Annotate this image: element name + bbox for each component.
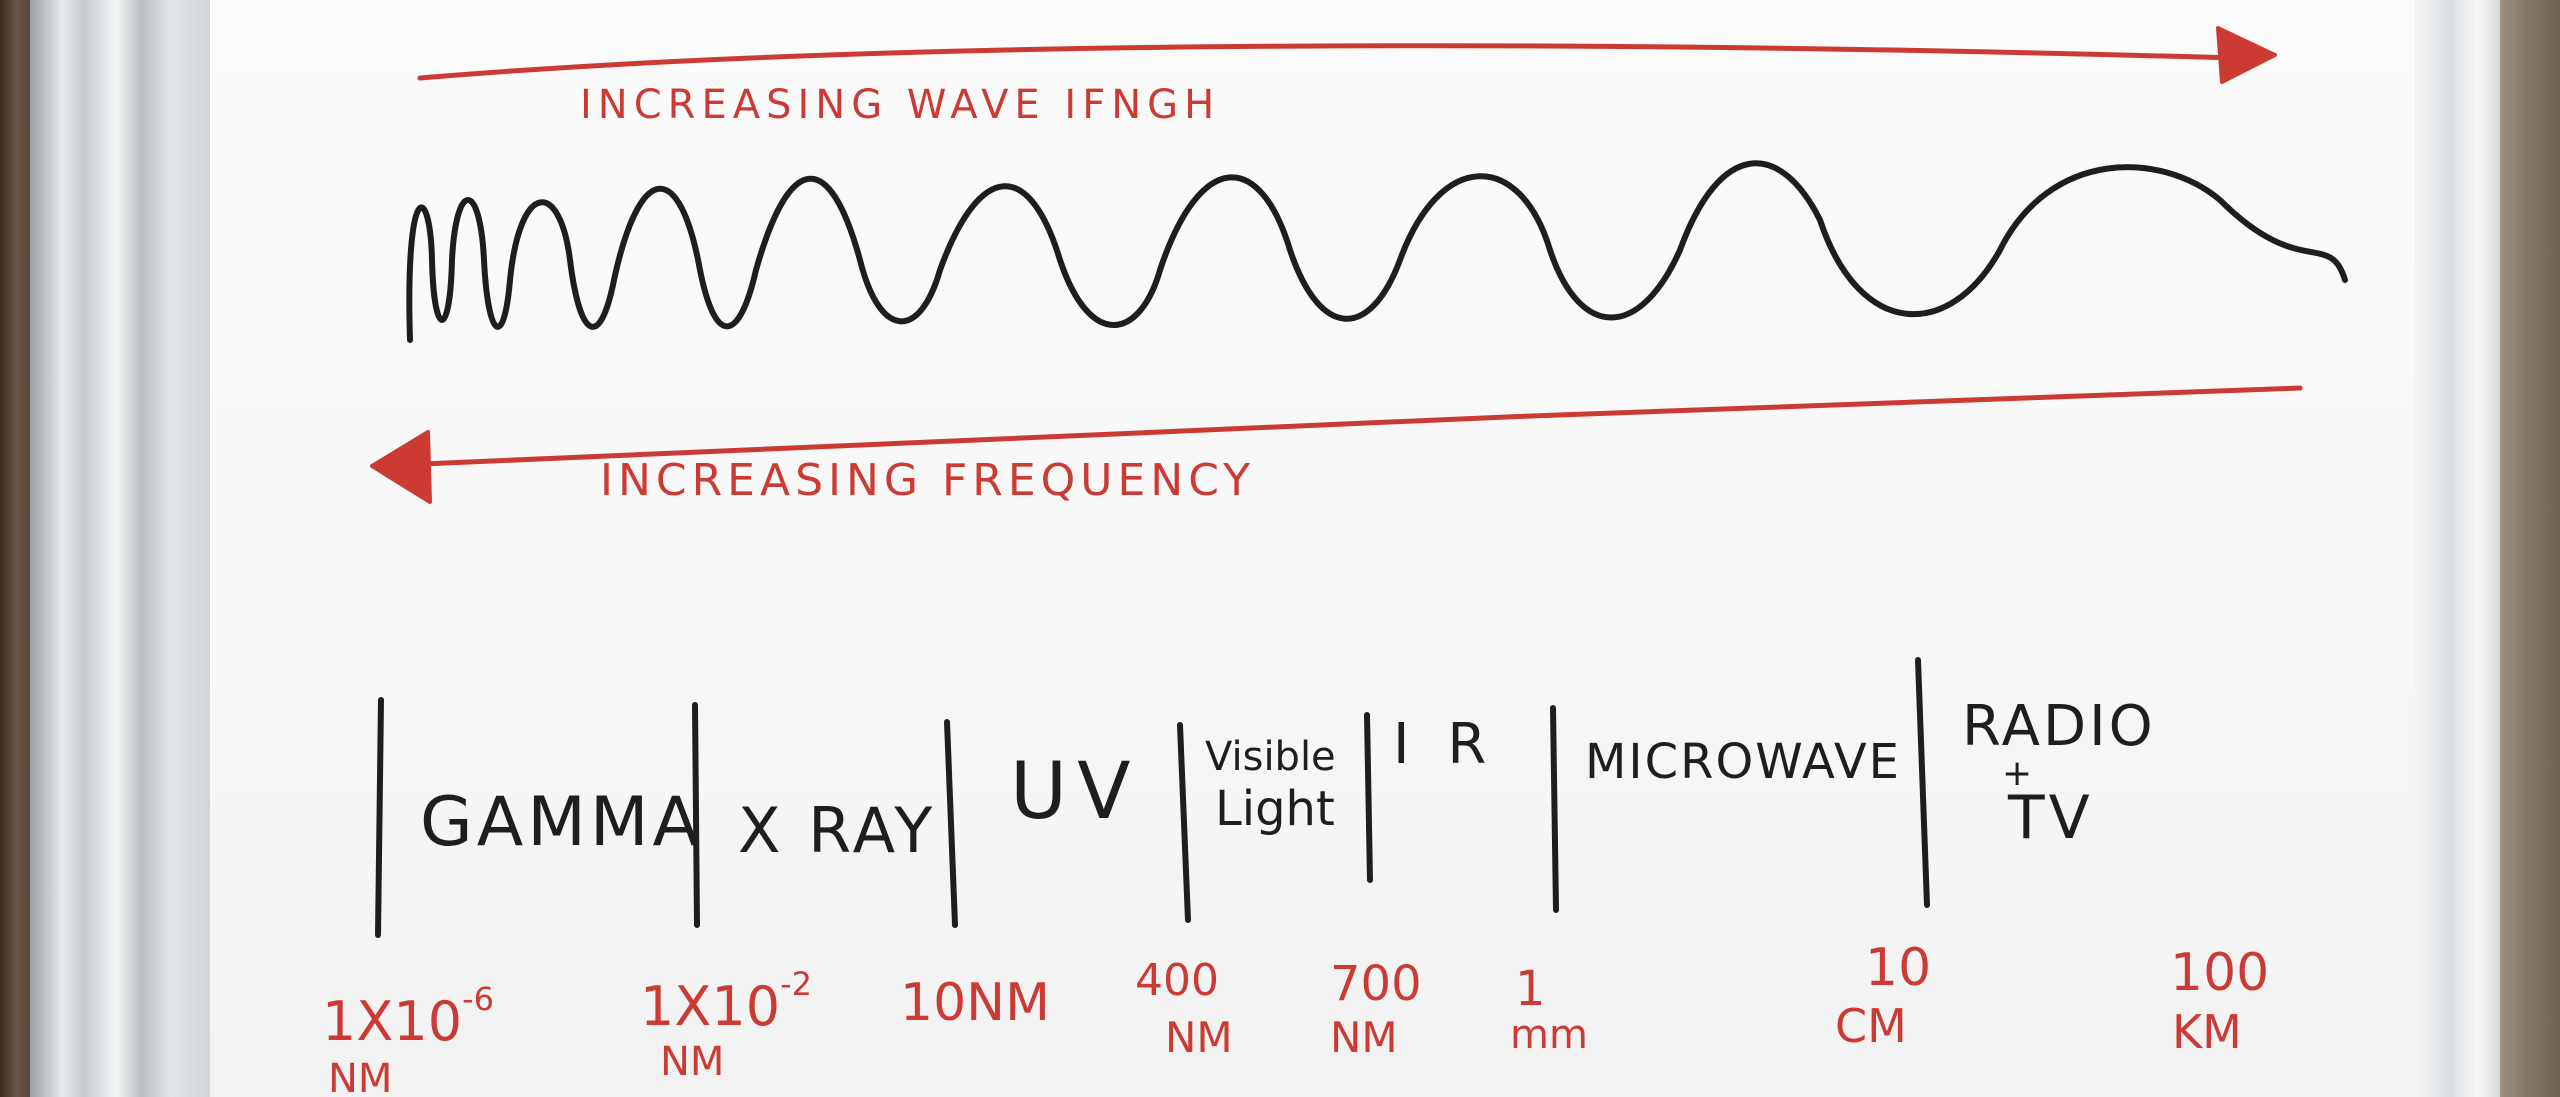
electromagnetic-wave bbox=[406, 160, 2348, 343]
region-radio-label-line2: + bbox=[2002, 753, 2032, 794]
frequency-arrow-line bbox=[397, 385, 2303, 468]
region-xray-label: X RAY bbox=[738, 794, 936, 867]
divider-visible-ir bbox=[1364, 712, 1373, 883]
region-visible-label-line1: Visible bbox=[1205, 734, 1336, 780]
scale-mark-ir: 1 bbox=[1515, 961, 1546, 1017]
divider-microwave-radio bbox=[1915, 657, 1930, 908]
region-radio-label-line1: RADIO bbox=[1962, 694, 2156, 759]
region-uv-label: UV bbox=[1010, 747, 1140, 837]
scale-mark-uv: 10NM bbox=[900, 973, 1050, 1033]
scale-mark-ir-unit: mm bbox=[1510, 1012, 1588, 1058]
brick-wall-right bbox=[2500, 0, 2560, 1097]
region-ir-label: I R bbox=[1393, 712, 1496, 777]
region-radio-label-line3: TV bbox=[2007, 783, 2094, 853]
frequency-arrowhead-icon bbox=[370, 430, 432, 504]
divider-gamma-xray bbox=[692, 702, 700, 928]
wavelength-arrow-label: INCREASING WAVE IFNGH bbox=[580, 82, 1220, 128]
region-microwave-label: MICROWAVE bbox=[1585, 734, 1901, 790]
divider-xray-uv bbox=[944, 719, 958, 928]
divider-gamma-start bbox=[375, 697, 384, 938]
wavelength-arrowhead-icon bbox=[2216, 26, 2277, 84]
divider-uv-visible bbox=[1177, 722, 1191, 923]
scale-mark-visible-start: 400 bbox=[1135, 955, 1219, 1006]
whiteboard-frame-left bbox=[30, 0, 210, 1097]
scale-mark-visible-start-unit: NM bbox=[1165, 1013, 1233, 1062]
region-gamma-label: GAMMA bbox=[420, 783, 703, 862]
spectrum-dividers bbox=[375, 657, 1930, 938]
divider-ir-microwave bbox=[1550, 705, 1559, 913]
scale-mark-visible-end-unit: NM bbox=[1330, 1013, 1398, 1062]
scale-mark-microwave: 10 bbox=[1865, 938, 1931, 998]
scale-mark-xray-unit: NM bbox=[660, 1039, 724, 1085]
scale-mark-xray: 1X10-2 bbox=[640, 965, 812, 1038]
scale-mark-radio-unit: KM bbox=[2172, 1005, 2242, 1059]
scale-mark-gamma-unit: NM bbox=[328, 1056, 392, 1097]
scale-mark-gamma: 1X10-6 bbox=[322, 980, 494, 1053]
wavelength-scale: 1X10-6 NM 1X10-2 NM 10NM 400 NM 700 NM 1… bbox=[322, 938, 2269, 1097]
whiteboard-frame-right bbox=[2415, 0, 2505, 1097]
frequency-arrow-label: INCREASING FREQUENCY bbox=[600, 455, 1255, 506]
region-visible-label-line2: Light bbox=[1215, 781, 1335, 837]
wavelength-arrow-line bbox=[417, 43, 2238, 81]
scale-mark-radio: 100 bbox=[2170, 943, 2269, 1003]
scale-mark-microwave-unit: CM bbox=[1835, 999, 1907, 1053]
whiteboard bbox=[210, 0, 2415, 1097]
scale-mark-visible-end: 700 bbox=[1330, 956, 1422, 1012]
